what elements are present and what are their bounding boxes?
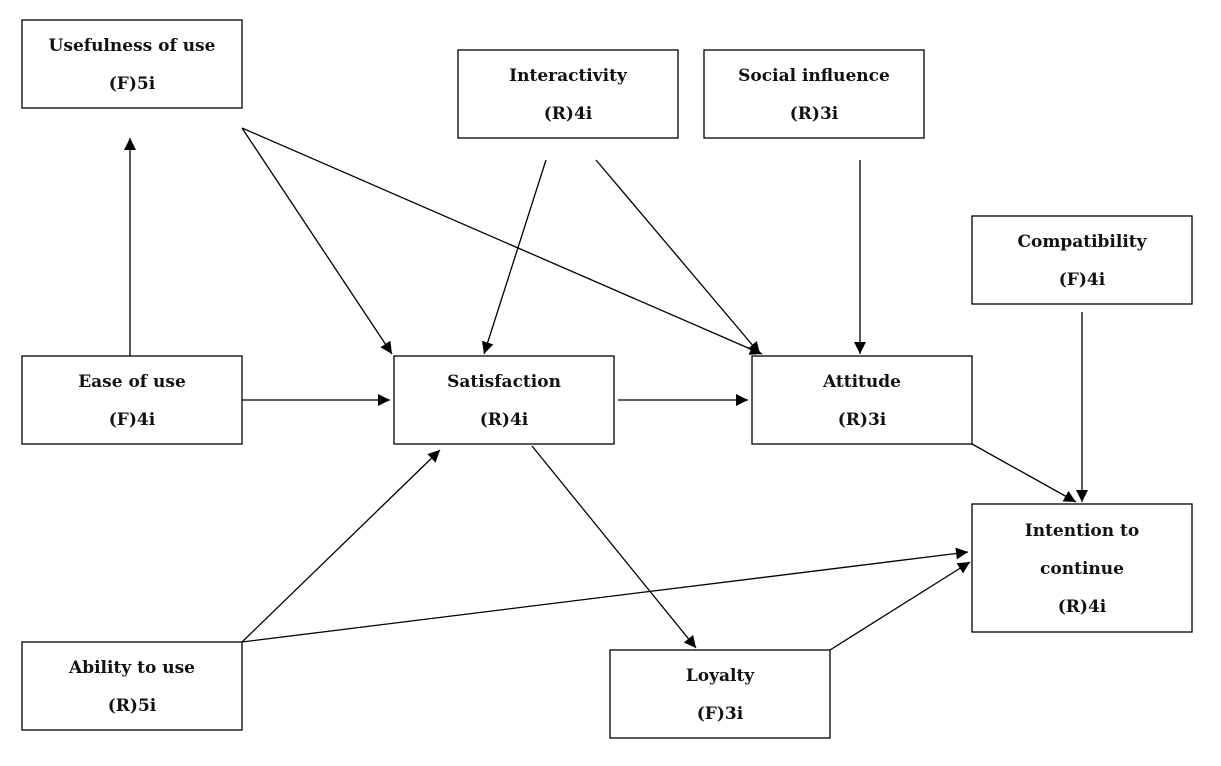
node-label: Usefulness of use (49, 36, 216, 56)
node-attitude: Attitude (R)3i (751, 355, 973, 445)
arrow-ability-to-satisfaction (241, 449, 441, 643)
arrow-usefulness-to-attitude (241, 127, 763, 355)
arrow-satisfaction-to-loyalty (531, 445, 697, 649)
arrow-interactivity-to-satisfaction (481, 159, 547, 355)
arrow-usefulness-to-satisfaction (241, 127, 393, 355)
node-code: (R)3i (790, 104, 839, 124)
node-code: (F)5i (109, 74, 156, 94)
arrow-loyalty-to-intention (829, 561, 971, 651)
node-box (703, 49, 925, 139)
node-box (457, 49, 679, 139)
node-social: Social influence (R)3i (703, 49, 925, 139)
node-interactivity: Interactivity (R)4i (457, 49, 679, 139)
node-label: Satisfaction (447, 372, 561, 392)
arrow-ability-to-intention (241, 547, 969, 643)
node-ability: Ability to use (R)5i (21, 641, 243, 731)
node-code: (F)4i (109, 410, 156, 430)
node-label: Ease of use (78, 372, 186, 392)
node-label: Compatibility (1017, 232, 1147, 252)
node-code: (F)4i (1059, 270, 1106, 290)
edges (124, 127, 1088, 651)
node-box (393, 355, 615, 445)
node-code: (R)4i (1058, 597, 1107, 617)
node-box (21, 641, 243, 731)
node-box (971, 215, 1193, 305)
node-code: (R)5i (108, 696, 157, 716)
node-code: (F)3i (697, 704, 744, 724)
node-box (21, 19, 243, 109)
node-label: Interactivity (509, 66, 628, 86)
node-label: continue (1040, 559, 1124, 579)
node-label: Loyalty (686, 666, 755, 686)
node-label: Ability to use (68, 658, 195, 678)
node-compatibility: Compatibility (F)4i (971, 215, 1193, 305)
nodes: Usefulness of use (F)5i Interactivity (R)4i… (21, 19, 1193, 739)
arrow-attitude-to-intention (971, 443, 1077, 503)
node-box (751, 355, 973, 445)
node-box (21, 355, 243, 445)
node-usefulness: Usefulness of use (F)5i (21, 19, 243, 109)
node-loyalty: Loyalty (F)3i (609, 649, 831, 739)
node-code: (R)3i (838, 410, 887, 430)
node-satisfaction: Satisfaction (R)4i (393, 355, 615, 445)
node-label: Attitude (822, 372, 901, 392)
node-box (609, 649, 831, 739)
node-box (971, 503, 1193, 633)
node-code: (R)4i (480, 410, 529, 430)
node-ease: Ease of use (F)4i (21, 355, 243, 445)
node-label: Intention to (1025, 521, 1139, 541)
node-intention: Intention to continue (R)4i (971, 503, 1193, 633)
node-code: (R)4i (544, 104, 593, 124)
node-label: Social influence (738, 66, 890, 86)
arrow-interactivity-to-attitude (595, 159, 761, 355)
